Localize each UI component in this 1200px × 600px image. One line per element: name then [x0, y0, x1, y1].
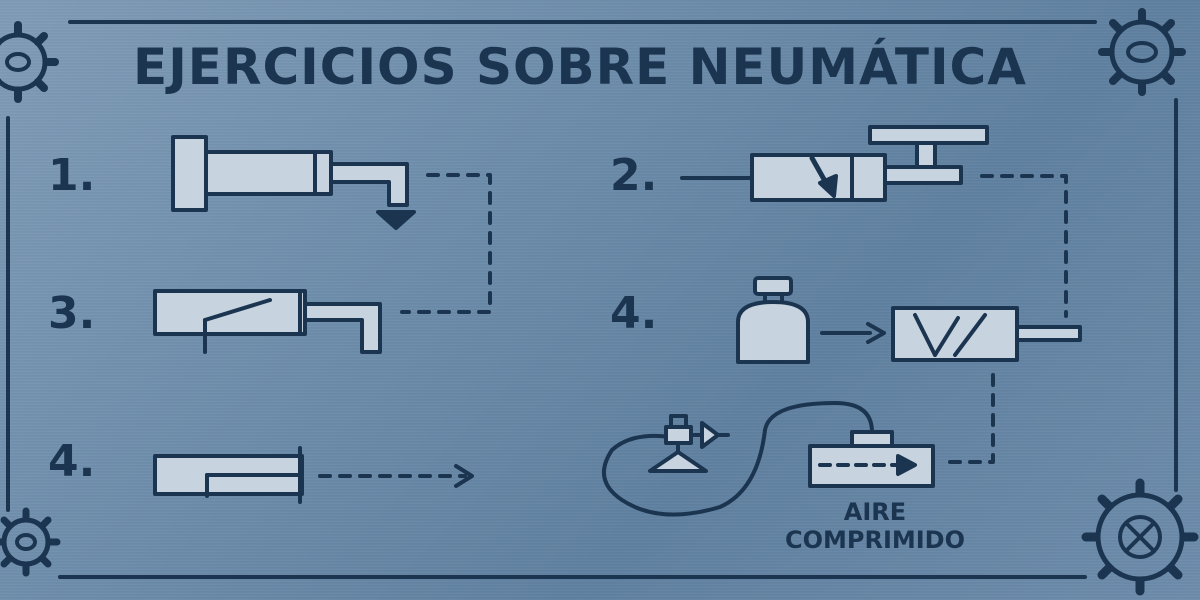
valve-icon — [680, 125, 989, 202]
step-label-3: 3. — [48, 288, 96, 339]
air-hose — [602, 401, 874, 517]
dashed-line — [946, 373, 995, 464]
air-tank-icon — [736, 276, 886, 364]
dashed-line — [400, 173, 492, 314]
cylinder-icon — [153, 289, 382, 354]
page-title: EJERCICIOS SOBRE NEUMÁTICA — [133, 38, 1027, 96]
gear-icon — [0, 21, 59, 103]
spray-nozzle-icon — [648, 414, 730, 473]
step-label-2: 2. — [610, 150, 658, 201]
gear-icon — [1098, 8, 1186, 96]
step-label-1: 1. — [48, 150, 96, 201]
frame-lines — [6, 20, 1178, 579]
compressed-air-unit — [808, 430, 935, 488]
gear-icon — [1081, 478, 1199, 596]
cylinder-icon — [171, 135, 416, 230]
step-label-4-second: 4. — [48, 436, 96, 487]
step-label-4: 4. — [610, 288, 658, 339]
compressed-air-label: AIRE COMPRIMIDO — [784, 498, 966, 554]
cylinder-icon — [153, 446, 474, 504]
gear-icon — [0, 507, 61, 577]
valve-icon — [891, 306, 1082, 362]
dashed-line — [980, 174, 1068, 318]
